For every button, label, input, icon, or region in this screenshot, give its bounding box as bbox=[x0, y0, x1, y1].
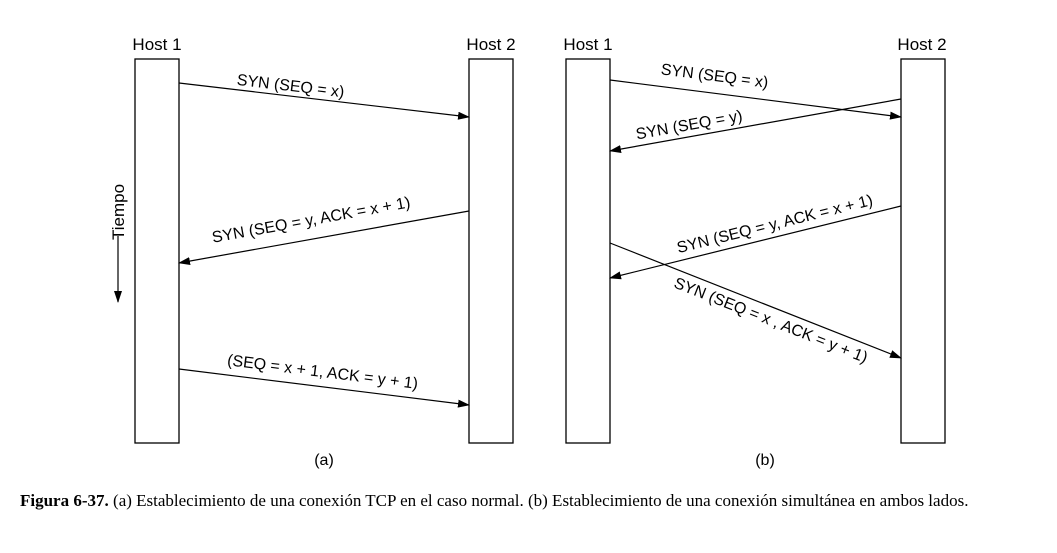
diagram-a: Host 1 Host 2 Tiempo SYN (SEQ = x) SYN (… bbox=[109, 35, 516, 469]
diagram-b-msg3-arrow bbox=[609, 205, 902, 280]
diagram-a-host2-timeline bbox=[468, 58, 514, 444]
diagram-a-msg1-label: SYN (SEQ = x) bbox=[236, 72, 345, 101]
diagram-b: Host 1 Host 2 SYN (SEQ = x) SYN (SEQ = y… bbox=[563, 35, 946, 469]
diagram-a-host1-label: Host 1 bbox=[132, 35, 181, 54]
diagram-b-sublabel: (b) bbox=[755, 452, 775, 469]
diagram-b-msg4-label: SYN (SEQ = x , ACK = y + 1) bbox=[671, 275, 869, 367]
diagram-a-host1-timeline bbox=[134, 58, 180, 444]
diagram-b-msg2-arrow bbox=[609, 98, 902, 154]
diagram-a-msg1-arrow bbox=[178, 82, 470, 120]
diagram-b-host2-label: Host 2 bbox=[897, 35, 946, 54]
diagram-a-host2-label: Host 2 bbox=[466, 35, 515, 54]
diagram-b-host1-timeline bbox=[565, 58, 611, 444]
diagram-b-msg2-label: SYN (SEQ = y) bbox=[635, 108, 744, 144]
diagram-b-host1-label: Host 1 bbox=[563, 35, 612, 54]
caption-text: (a) Establecimiento de una conexión TCP … bbox=[113, 491, 969, 510]
diagram-b-msg1-arrow bbox=[609, 79, 902, 120]
time-axis-label: Tiempo bbox=[109, 184, 128, 240]
diagram-b-msg3-label: SYN (SEQ = y, ACK = x + 1) bbox=[675, 192, 874, 257]
diagram-a-msg3-arrow bbox=[178, 368, 470, 408]
diagram-a-msg2-arrow bbox=[178, 210, 470, 265]
figure-caption: Figura 6-37. (a) Establecimiento de una … bbox=[20, 489, 1040, 512]
figure-number: Figura 6-37. bbox=[20, 491, 109, 510]
diagram-b-host2-timeline bbox=[900, 58, 946, 444]
diagram-b-msg1-label: SYN (SEQ = x) bbox=[660, 61, 769, 91]
tcp-handshake-diagram: Host 1 Host 2 Tiempo SYN (SEQ = x) SYN (… bbox=[109, 35, 947, 469]
diagram-a-sublabel: (a) bbox=[314, 452, 334, 469]
diagram-b-msg4-arrow bbox=[609, 242, 902, 359]
